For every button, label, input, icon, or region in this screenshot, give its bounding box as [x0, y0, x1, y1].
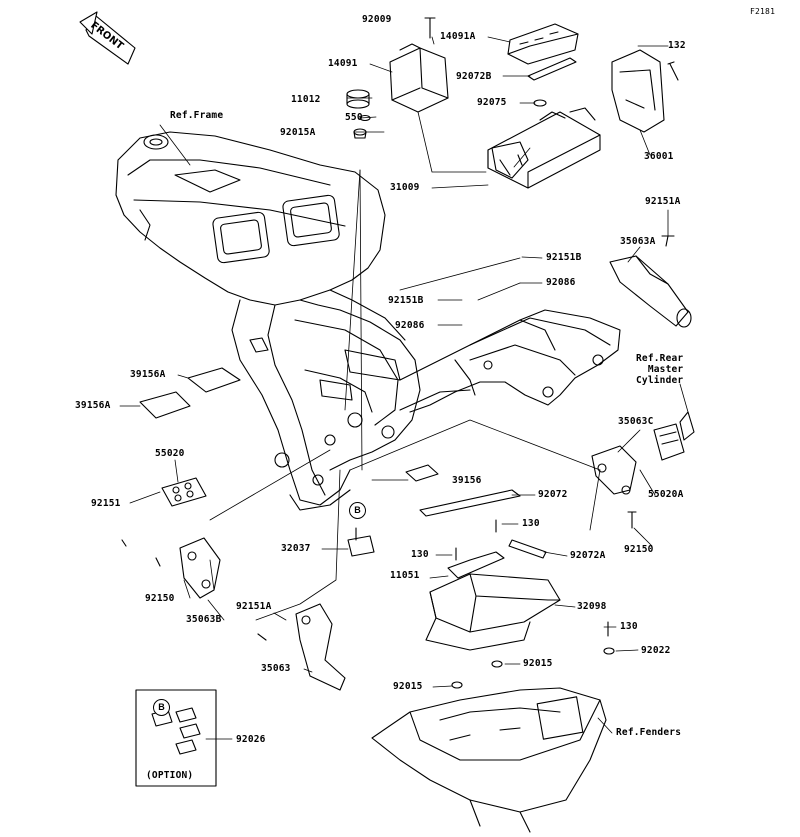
bracket-35063A: [609, 255, 692, 328]
part-label-39156A-1: 39156A: [130, 369, 166, 380]
part-label-92150-right: 92150: [624, 544, 654, 555]
part-label-92075: 92075: [477, 97, 507, 108]
part-label-130-a: 130: [522, 518, 540, 529]
part-label-35063C: 35063C: [618, 416, 654, 427]
bolt-132: [667, 61, 679, 81]
part-label-92151B-2: 92151B: [388, 295, 424, 306]
part-label-14091: 14091: [328, 58, 358, 69]
part-55020: [161, 477, 207, 507]
part-label-92015-2: 92015: [393, 681, 423, 692]
part-92150-right: [627, 511, 637, 529]
option-box: [135, 689, 217, 787]
ref-frame-label: Ref.Frame: [170, 110, 224, 121]
rear-fender: [371, 687, 607, 833]
part-label-92015: 92015: [523, 658, 553, 669]
parts-92015: [451, 660, 503, 689]
part-label-92151B: 92151B: [546, 252, 582, 263]
front-arrow-icon: [79, 11, 136, 65]
part-92075: [533, 99, 547, 107]
part-label-35063A: 35063A: [620, 236, 656, 247]
part-92072B: [527, 57, 577, 81]
part-label-39156A-2: 39156A: [75, 400, 111, 411]
part-label-92072: 92072: [538, 489, 568, 500]
part-label-92072A: 92072A: [570, 550, 606, 561]
part-label-11012: 11012: [291, 94, 321, 105]
part-label-92026: 92026: [236, 734, 266, 745]
part-11051: [447, 551, 505, 579]
part-92009: [424, 17, 436, 39]
part-35063: [295, 603, 346, 691]
part-92015A: [353, 128, 367, 139]
part-92072: [419, 489, 521, 517]
part-92022: [603, 647, 615, 655]
part-11012: [346, 89, 370, 109]
rear-sub-frame: [399, 309, 621, 413]
part-label-39156: 39156: [452, 475, 482, 486]
ref-fenders-label: Ref.Fenders: [616, 727, 682, 738]
cover-14091: [389, 43, 449, 113]
battery-case-32098: [425, 573, 561, 651]
part-label-35063: 35063: [261, 663, 291, 674]
part-label-92015A: 92015A: [280, 127, 316, 138]
sheet-id: F2181: [750, 7, 776, 16]
part-label-132: 132: [668, 40, 686, 51]
part-39156A: [139, 367, 241, 419]
rear-master-ref: [679, 411, 695, 441]
part-label-31009: 31009: [390, 182, 420, 193]
bolts-left: [121, 539, 267, 641]
part-92072A: [508, 539, 547, 559]
bolts-130: [455, 519, 609, 637]
main-frame: [115, 131, 421, 511]
bolt-92151A-top: [661, 235, 675, 247]
part-label-92009: 92009: [362, 14, 392, 25]
part-label-36001: 36001: [644, 151, 674, 162]
callout-b-marker: B: [349, 502, 366, 519]
part-label-92150-left: 92150: [145, 593, 175, 604]
bracket-36001: [611, 49, 665, 133]
part-32037: [347, 527, 375, 557]
part-label-92072B: 92072B: [456, 71, 492, 82]
part-label-92022: 92022: [641, 645, 671, 656]
part-14091A: [507, 23, 579, 65]
part-label-14091A: 14091A: [440, 31, 476, 42]
part-label-92151A-top: 92151A: [645, 196, 681, 207]
tray-assembly-31009: [487, 107, 601, 189]
leader-lines: [119, 36, 689, 740]
part-35063C: [591, 445, 637, 495]
part-label-55020: 55020: [155, 448, 185, 459]
part-label-11051: 11051: [390, 570, 420, 581]
part-label-35063B: 35063B: [186, 614, 222, 625]
part-label-92086-2: 92086: [395, 320, 425, 331]
part-label-550: 550: [345, 112, 363, 123]
part-55020A: [653, 423, 685, 461]
part-label-92151: 92151: [91, 498, 121, 509]
part-label-92086: 92086: [546, 277, 576, 288]
part-39156: [405, 464, 439, 482]
part-label-130-c: 130: [620, 621, 638, 632]
part-label-32098: 32098: [577, 601, 607, 612]
part-label-130-b: 130: [411, 549, 429, 560]
part-label-32037: 32037: [281, 543, 311, 554]
part-label-92151A-low: 92151A: [236, 601, 272, 612]
callout-b-option-marker: B: [153, 699, 170, 716]
part-label-55020A: 55020A: [648, 489, 684, 500]
option-label: (OPTION): [146, 770, 194, 781]
ref-rear-master-cylinder-label: Ref.Rear Master Cylinder: [636, 353, 684, 386]
